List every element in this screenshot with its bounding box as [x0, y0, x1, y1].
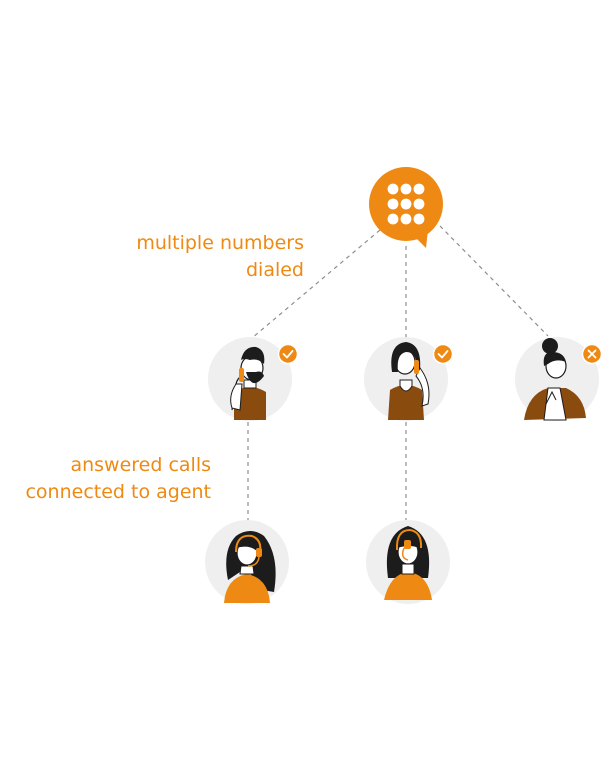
- phone-handset-icon: [239, 368, 244, 382]
- headset-icon: [395, 528, 423, 561]
- caller-avatar-2: [364, 337, 448, 421]
- phone-handset-icon: [414, 360, 419, 374]
- connector-dialer-to-caller-1: [251, 229, 381, 339]
- caller-avatar-1: [208, 337, 292, 421]
- connector-dialer-to-caller-3: [439, 225, 549, 337]
- answered-annotation-line-1: answered calls: [70, 454, 211, 476]
- agent-avatar-1: [205, 520, 289, 604]
- dialed-annotation: multiple numbers dialed: [136, 230, 304, 284]
- dialpad-chat-icon: [369, 167, 443, 248]
- answered-annotation-line-2: connected to agent: [25, 481, 211, 503]
- headset-icon: [235, 534, 262, 567]
- dialed-annotation-line-2: dialed: [245, 259, 304, 281]
- caller-avatar-3: [515, 337, 599, 421]
- check-icon: [277, 343, 299, 365]
- agent-avatar-2: [366, 520, 450, 604]
- answered-annotation: answered calls connected to agent: [25, 452, 211, 506]
- check-icon: [432, 343, 454, 365]
- dialed-annotation-line-1: multiple numbers: [136, 232, 304, 254]
- close-icon: [581, 343, 603, 365]
